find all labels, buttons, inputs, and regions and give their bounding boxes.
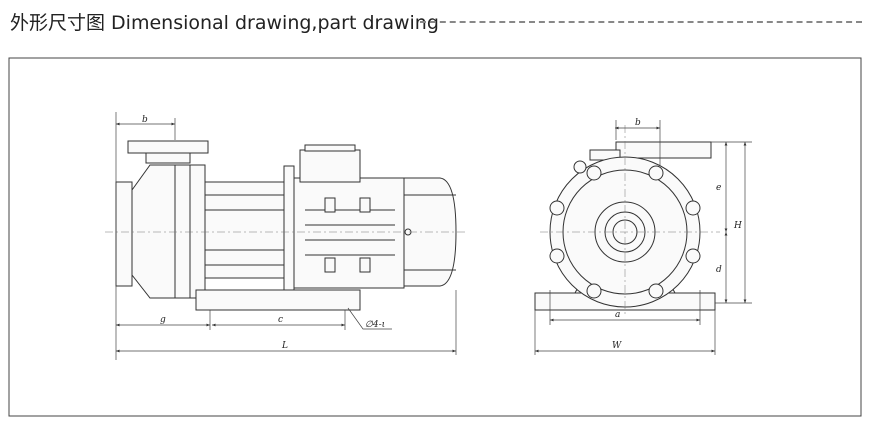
front-view: b e H d a W <box>534 118 752 355</box>
side-view: b g c L ∅4-ι <box>105 112 465 360</box>
dim-label-d: d <box>716 265 722 275</box>
top-flange <box>615 141 712 159</box>
front-dim-label-b: b <box>635 118 641 128</box>
dim-label-a: a <box>615 310 620 320</box>
inlet-flange <box>115 181 133 287</box>
dim-label-W: W <box>612 341 622 351</box>
terminal-box <box>299 149 361 183</box>
dim-label-g: g <box>160 315 166 325</box>
dim-label-e: e <box>716 183 721 193</box>
drawing-frame <box>8 57 862 417</box>
title-divider <box>420 21 862 23</box>
dim-label-L: L <box>281 341 288 351</box>
dim-label-c: c <box>278 315 283 325</box>
dim-label-H: H <box>733 221 742 231</box>
pump-casing <box>131 164 206 299</box>
motor-body <box>293 177 405 289</box>
base-plate <box>195 289 361 311</box>
dim-label-b: b <box>142 115 148 125</box>
page-title: 外形尺寸图 Dimensional drawing,part drawing <box>10 12 439 34</box>
hole-note: ∅4-ι <box>365 320 385 330</box>
bracket <box>204 181 286 279</box>
